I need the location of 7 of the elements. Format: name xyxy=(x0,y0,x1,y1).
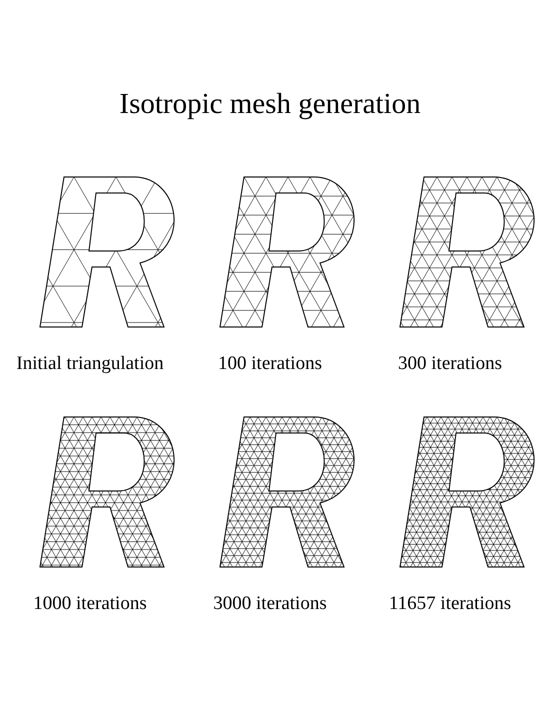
caption: 1000 iterations xyxy=(32,593,148,615)
caption: 100 iterations xyxy=(217,353,323,375)
caption: 300 iterations xyxy=(397,353,503,375)
caption: 11657 iterations xyxy=(388,593,512,615)
title: Isotropic mesh generation xyxy=(118,88,422,121)
caption: 3000 iterations xyxy=(212,593,328,615)
caption: Initial triangulation xyxy=(15,353,165,375)
